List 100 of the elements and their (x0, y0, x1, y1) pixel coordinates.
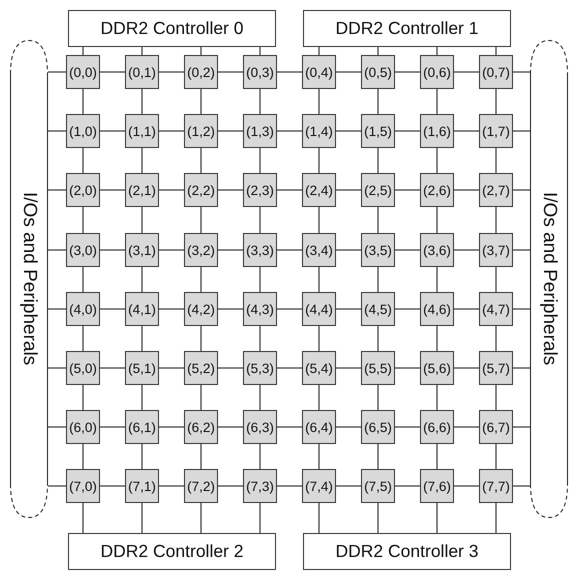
router-box: (3,6) (420, 233, 454, 267)
router-box: (6,4) (302, 410, 336, 444)
router-box: (6,3) (243, 410, 277, 444)
connector-line (100, 426, 126, 428)
connector-line (318, 148, 320, 174)
connector-line (318, 266, 320, 292)
connector-line (200, 326, 202, 352)
connector-line (336, 308, 362, 310)
connector-line (318, 326, 320, 352)
router-box: (7,6) (420, 469, 454, 503)
router-box: (4,4) (302, 292, 336, 326)
router-box: (7,7) (479, 469, 513, 503)
router-box: (4,3) (243, 292, 277, 326)
router-box: (7,5) (361, 469, 395, 503)
connector-line (200, 384, 202, 410)
router-box: (3,1) (125, 233, 159, 267)
router-box: (4,6) (420, 292, 454, 326)
router-box: (1,0) (66, 114, 100, 148)
connector-line (48, 308, 66, 310)
router-box: (1,7) (479, 114, 513, 148)
router-box: (1,3) (243, 114, 277, 148)
router-box: (6,5) (361, 410, 395, 444)
connector-line (82, 46, 84, 56)
connector-line (100, 130, 126, 132)
router-box: (1,5) (361, 114, 395, 148)
connector-line (336, 130, 362, 132)
router-box: (1,6) (420, 114, 454, 148)
router-box: (7,1) (125, 469, 159, 503)
connector-line (82, 266, 84, 292)
router-box: (5,3) (243, 351, 277, 385)
router-box: (7,4) (302, 469, 336, 503)
connector-line (318, 88, 320, 114)
router-box: (5,6) (420, 351, 454, 385)
connector-line (276, 130, 302, 132)
connector-line (100, 308, 126, 310)
router-box: (2,6) (420, 173, 454, 207)
router-box: (5,1) (125, 351, 159, 385)
connector-line (394, 426, 420, 428)
router-box: (4,2) (184, 292, 218, 326)
connector-line (158, 426, 184, 428)
connector-line (200, 88, 202, 114)
connector-line (218, 130, 244, 132)
connector-line (200, 148, 202, 174)
connector-line (276, 308, 302, 310)
connector-line (82, 444, 84, 470)
router-box: (2,5) (361, 173, 395, 207)
connector-line (200, 266, 202, 292)
router-box: (5,4) (302, 351, 336, 385)
router-box: (4,5) (361, 292, 395, 326)
router-box: (6,6) (420, 410, 454, 444)
connector-line (158, 308, 184, 310)
router-box: (2,3) (243, 173, 277, 207)
router-box: (0,7) (479, 55, 513, 89)
connector-line (436, 148, 438, 174)
connector-line (48, 426, 66, 428)
connector-line (200, 502, 202, 534)
connector-line (318, 444, 320, 470)
connector-line (200, 444, 202, 470)
router-box: (0,6) (420, 55, 454, 89)
connector-line (436, 326, 438, 352)
router-box: (7,2) (184, 469, 218, 503)
connector-line (436, 444, 438, 470)
controller-box: DDR2 Controller 3 (303, 533, 511, 570)
connector-line (48, 130, 66, 132)
router-box: (1,2) (184, 114, 218, 148)
router-box: (3,7) (479, 233, 513, 267)
connector-line (276, 426, 302, 428)
router-box: (4,0) (66, 292, 100, 326)
connector-line (454, 130, 480, 132)
connector-line (318, 206, 320, 234)
connector-line (512, 308, 530, 310)
router-box: (3,0) (66, 233, 100, 267)
connector-line (436, 266, 438, 292)
router-box: (6,7) (479, 410, 513, 444)
connector-line (218, 426, 244, 428)
router-box: (2,1) (125, 173, 159, 207)
connector-line (82, 502, 84, 534)
router-box: (7,3) (243, 469, 277, 503)
connector-line (512, 426, 530, 428)
connector-line (436, 384, 438, 410)
connector-line (454, 426, 480, 428)
connector-line (318, 502, 320, 534)
router-box: (2,2) (184, 173, 218, 207)
router-box: (5,7) (479, 351, 513, 385)
router-box: (3,3) (243, 233, 277, 267)
connector-line (82, 148, 84, 174)
router-box: (0,5) (361, 55, 395, 89)
connector-line (82, 88, 84, 114)
router-box: (0,2) (184, 55, 218, 89)
connector-line (82, 326, 84, 352)
router-box: (1,4) (302, 114, 336, 148)
controller-box: DDR2 Controller 0 (68, 10, 276, 47)
router-box: (5,5) (361, 351, 395, 385)
router-box: (0,4) (302, 55, 336, 89)
router-box: (5,0) (66, 351, 100, 385)
router-box: (5,2) (184, 351, 218, 385)
router-box: (0,3) (243, 55, 277, 89)
router-box: (1,1) (125, 114, 159, 148)
band-label: I/Os and Peripherals (18, 192, 40, 366)
router-box: (2,0) (66, 173, 100, 207)
